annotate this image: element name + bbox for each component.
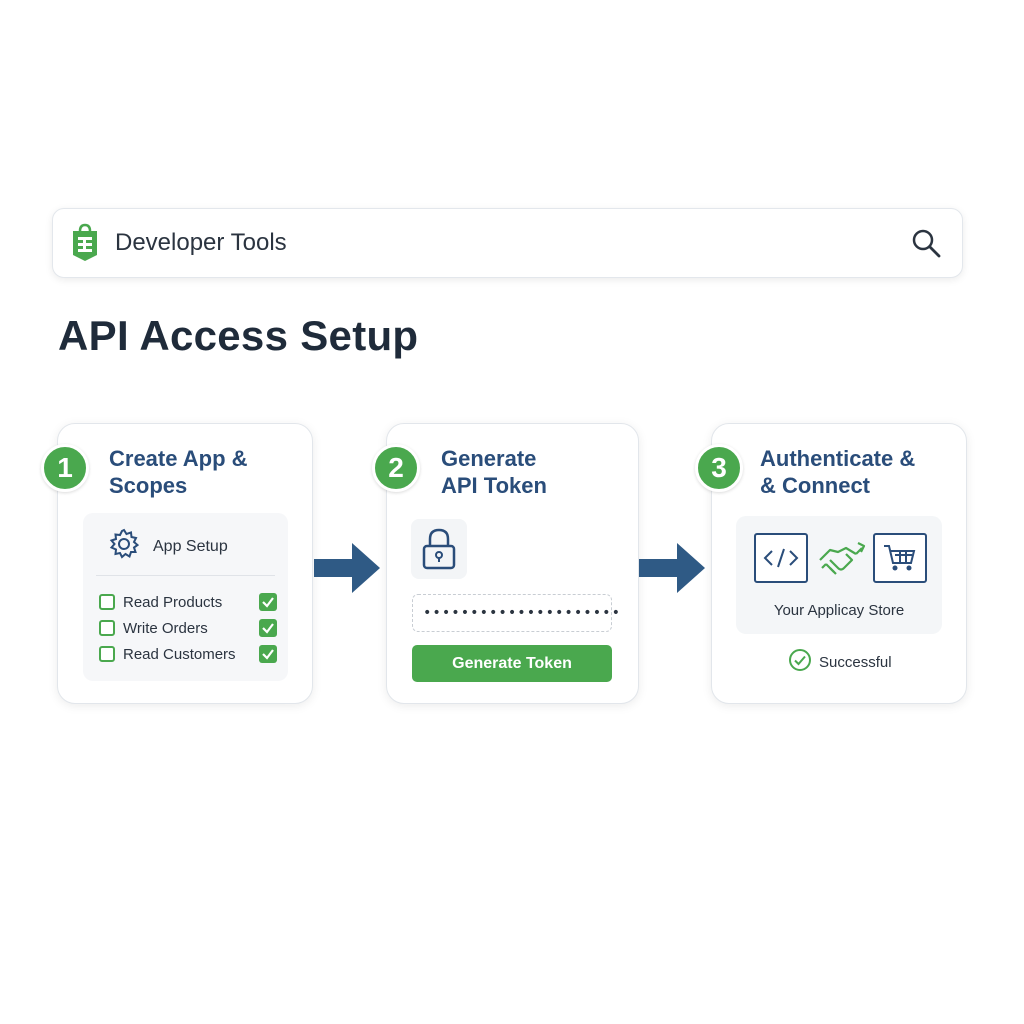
step-title-2-line2: API Token [441, 473, 547, 498]
generate-token-button[interactable]: Generate Token [412, 645, 612, 682]
app-setup-panel: App Setup Read Products Write Orders Rea… [83, 513, 288, 681]
app-setup-header: App Setup [107, 527, 228, 566]
permission-row-write-orders: Write Orders [99, 618, 277, 638]
arrow-right-icon [639, 541, 707, 595]
step-title-2-line1: Generate [441, 446, 537, 471]
step-title-1-line2: Scopes [109, 473, 188, 498]
code-icon [754, 533, 808, 583]
store-label: Your Applicay Store [773, 602, 905, 619]
permission-row-read-products: Read Products [99, 592, 277, 612]
gear-icon [107, 527, 141, 566]
permission-checkbox-read-customers[interactable] [99, 646, 115, 662]
step-number-3: 3 [695, 444, 743, 492]
app-setup-label: App Setup [153, 537, 228, 555]
step-number-1: 1 [41, 444, 89, 492]
permission-checkbox-write-orders[interactable] [99, 620, 115, 636]
step-title-2: Generate API Token [441, 445, 547, 499]
permission-label: Read Products [123, 593, 223, 611]
step-title-3-line2: & Connect [760, 473, 870, 498]
arrow-right-icon [314, 541, 382, 595]
api-token-field[interactable]: ••••••••••••••••••••• [412, 594, 620, 632]
step-title-1: Create App & Scopes [109, 445, 248, 499]
permission-label: Write Orders [123, 619, 208, 637]
step-title-3: Authenticate & & Connect [760, 445, 915, 499]
step-number-2: 2 [372, 444, 420, 492]
checkmark-icon[interactable] [259, 619, 277, 637]
permission-label: Read Customers [123, 645, 236, 663]
check-circle-icon [788, 648, 812, 677]
success-status: Successful [788, 648, 892, 677]
success-label: Successful [819, 654, 892, 671]
checkmark-icon[interactable] [259, 645, 277, 663]
panel-divider [96, 575, 275, 576]
handshake-icon [816, 538, 866, 580]
app-title: Developer Tools [115, 229, 287, 256]
lock-icon [411, 519, 467, 579]
cart-icon [873, 533, 927, 583]
step-title-1-line1: Create App & [109, 446, 248, 471]
permission-row-read-customers: Read Customers [99, 644, 277, 664]
shopping-bag-icon [71, 223, 101, 263]
checkmark-icon[interactable] [259, 593, 277, 611]
permission-checkbox-read-products[interactable] [99, 594, 115, 610]
search-icon[interactable] [908, 225, 944, 261]
developer-tools-bar: Developer Tools [52, 208, 963, 278]
step-title-3-line1: Authenticate & [760, 446, 916, 471]
page-title: API Access Setup [58, 312, 419, 359]
connect-panel: Your Applicay Store [736, 516, 942, 634]
